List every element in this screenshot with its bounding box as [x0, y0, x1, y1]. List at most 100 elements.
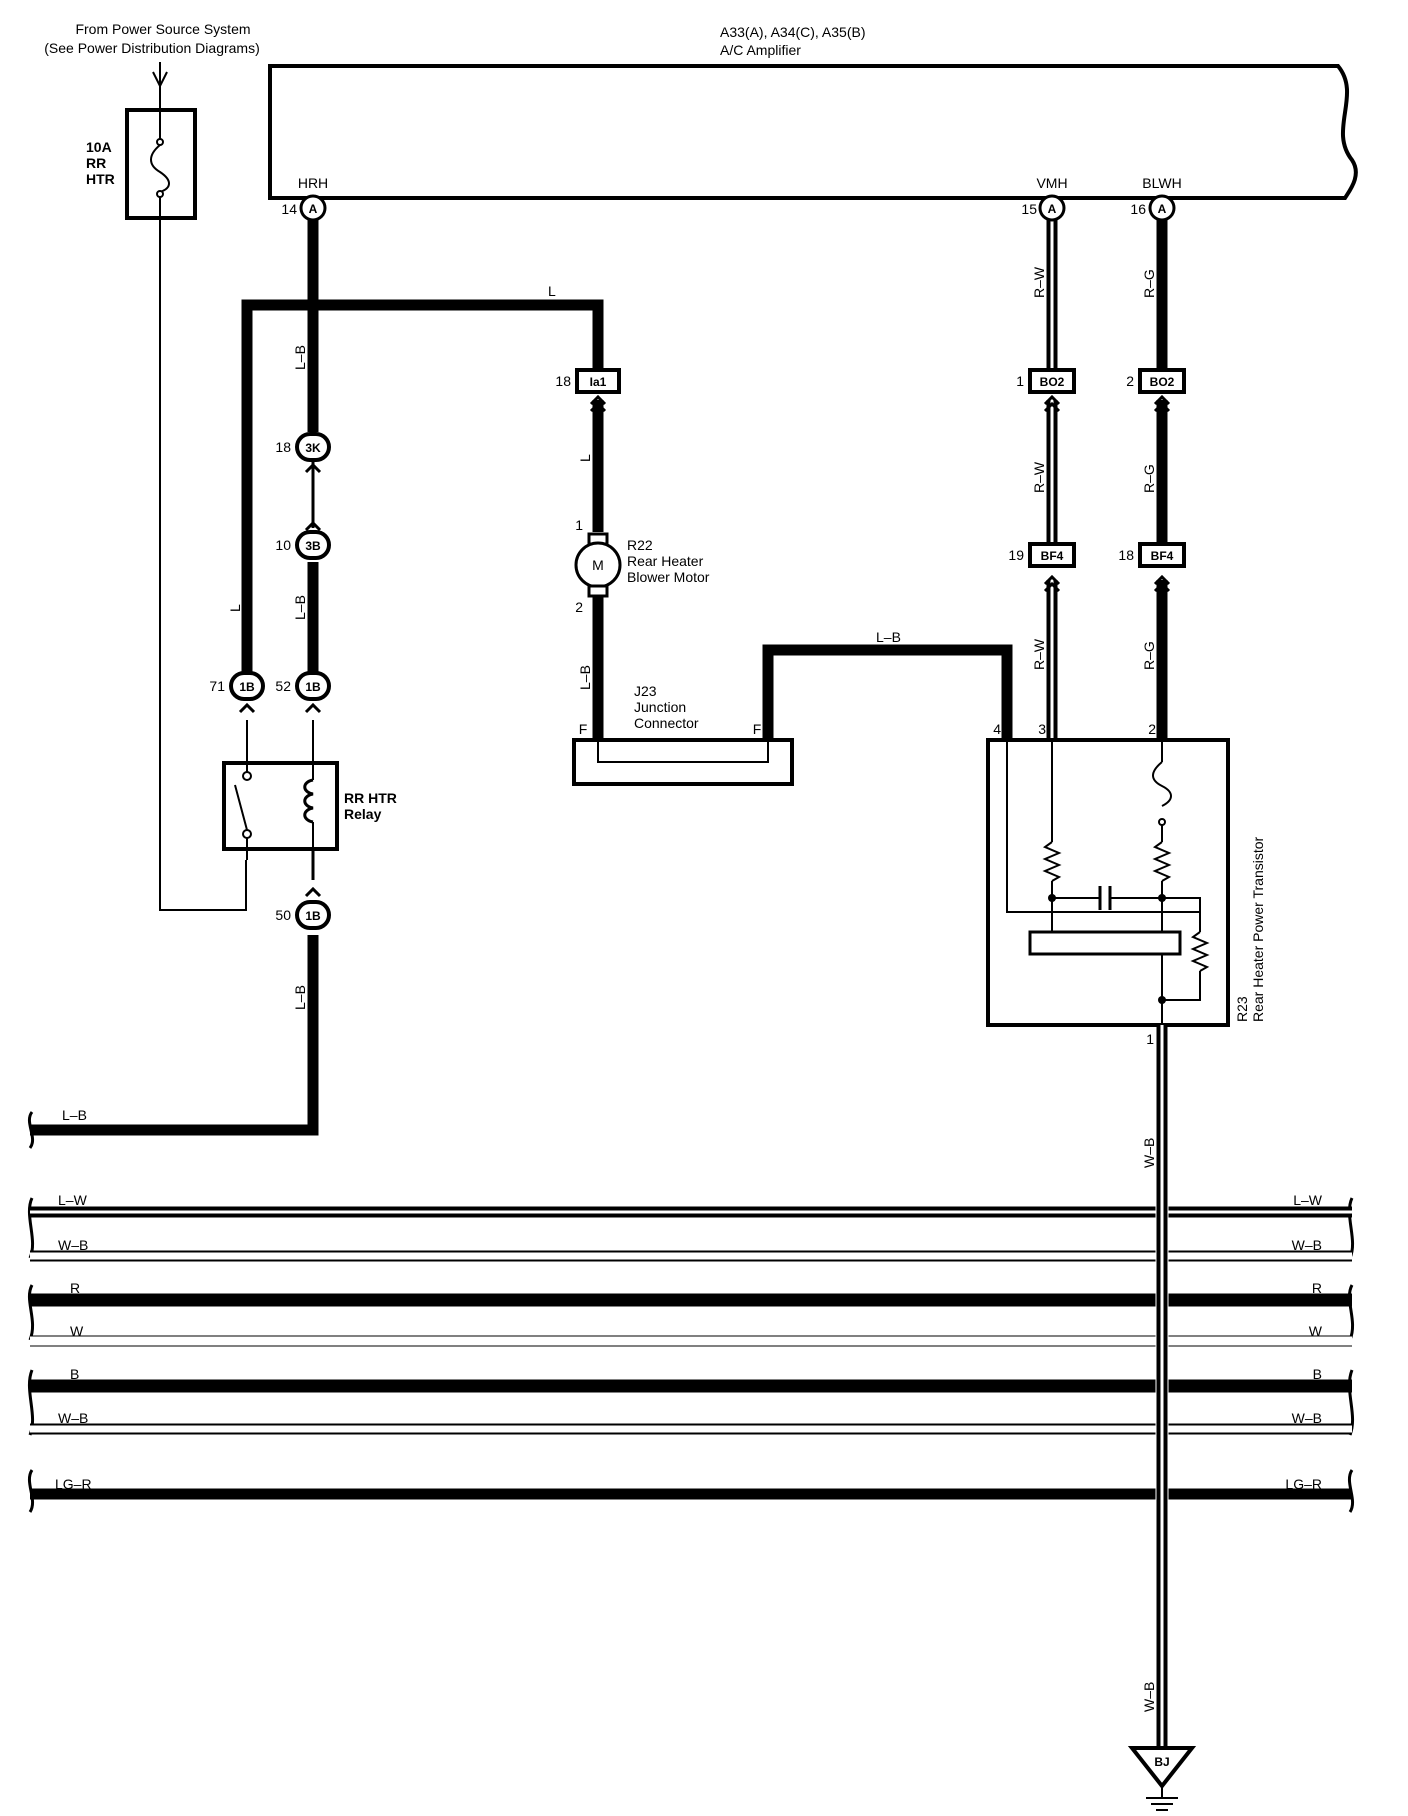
bus-label-wb-right: W–B: [1292, 1237, 1322, 1253]
connector-bo2-2-pin: 2: [1126, 373, 1134, 389]
wire-label-lb-1: L–B: [292, 345, 308, 370]
svg-text:A: A: [309, 202, 318, 216]
junction-code: J23: [634, 683, 657, 699]
connector-1b-71-pin: 71: [209, 678, 225, 694]
svg-text:1B: 1B: [305, 909, 321, 923]
pin-label-hrh: HRH: [298, 175, 328, 191]
wire-label-rw-3: R–W: [1031, 638, 1047, 670]
transistor-pin2: 2: [1148, 721, 1156, 737]
junction-line1: Junction: [634, 699, 686, 715]
bus-label-lw-right: L–W: [1293, 1192, 1323, 1208]
j23-junction-connector: [572, 738, 794, 786]
junction-pin-left: F: [579, 721, 588, 737]
wire-label-l-3: L: [577, 454, 593, 462]
transistor-pin4: 4: [993, 721, 1001, 737]
rear-heater-power-transistor: [986, 738, 1230, 1027]
ground-bj: BJ: [1127, 1746, 1197, 1811]
bus-break-marks: [27, 1111, 1355, 1513]
wire-label-l-2: L: [548, 283, 556, 299]
connector-bo2-1-pin: 1: [1016, 373, 1024, 389]
connector-bf4-18: BF4: [1138, 542, 1186, 593]
connector-1b-50: 1B: [295, 887, 331, 930]
wire-label-rw-1: R–W: [1031, 266, 1047, 298]
power-source-line2: (See Power Distribution Diagrams): [44, 40, 260, 56]
bus-label-w-left: W: [70, 1323, 84, 1339]
rear-heater-blower-motor: M: [574, 532, 622, 598]
connector-bo2-1: BO2: [1028, 368, 1076, 413]
amp-pin-14-connector: A: [299, 194, 327, 222]
pin-label-vmh: VMH: [1036, 175, 1067, 191]
svg-text:BF4: BF4: [1151, 549, 1174, 563]
wire-label-lb-3: L–B: [577, 665, 593, 690]
bus-label-lw-left: L–W: [58, 1192, 88, 1208]
connector-1b-71: 1B: [229, 671, 265, 714]
connector-3k: 3K: [295, 432, 331, 474]
transistor-name: Rear Heater Power Transistor: [1250, 836, 1266, 1022]
amp-pin-15-connector: A: [1038, 194, 1066, 222]
fuse-name1: RR: [86, 155, 106, 171]
wire-label-lb-2: L–B: [292, 595, 308, 620]
svg-text:BF4: BF4: [1041, 549, 1064, 563]
wire-l-loop: [241, 299, 604, 672]
transistor-pin1: 1: [1146, 1031, 1154, 1047]
bus-label-wb-left: W–B: [58, 1237, 88, 1253]
svg-text:A: A: [1048, 202, 1057, 216]
bus-label-b-right: B: [1313, 1366, 1322, 1382]
amplifier-codes: A33(A), A34(C), A35(B): [720, 24, 866, 40]
fuse-name2: HTR: [86, 171, 115, 187]
bus-label-lgr-left: LG–R: [55, 1476, 92, 1492]
svg-text:Ia1: Ia1: [590, 375, 607, 389]
connector-3b-pin: 10: [275, 537, 291, 553]
transistor-code: R23: [1234, 996, 1250, 1022]
bus-label-b-left: B: [70, 1366, 79, 1382]
svg-text:3B: 3B: [305, 539, 321, 553]
motor-pin-bottom: 2: [575, 599, 583, 615]
amp-pin-16-connector: A: [1148, 194, 1176, 222]
wire-label-l-1: L: [227, 604, 243, 612]
wire-label-rg-3: R–G: [1141, 641, 1157, 670]
bus-label-r-left: R: [70, 1280, 80, 1296]
amplifier-name: A/C Amplifier: [720, 42, 801, 58]
connector-bf4-18-pin: 18: [1118, 547, 1134, 563]
svg-text:BO2: BO2: [1150, 375, 1175, 389]
fuse-rating: 10A: [86, 139, 112, 155]
connector-1b-52: 1B: [295, 671, 331, 714]
power-input-arrow: [152, 62, 168, 110]
bus-label-wb2-right: W–B: [1292, 1410, 1322, 1426]
connector-bf4-19: BF4: [1028, 542, 1076, 593]
transistor-pin3: 3: [1038, 721, 1046, 737]
relay-label-line1: RR HTR: [344, 790, 397, 806]
svg-text:1B: 1B: [239, 680, 255, 694]
connector-bo2-2: BO2: [1138, 368, 1186, 413]
junction-pin-right: F: [753, 721, 762, 737]
ac-amplifier-box: [268, 64, 1358, 200]
wire-label-wb-ground-2: W–B: [1141, 1682, 1157, 1712]
relay-label-line2: Relay: [344, 806, 382, 822]
svg-text:M: M: [592, 557, 604, 573]
wire-fuse-to-relay: [159, 218, 247, 911]
motor-line2: Blower Motor: [627, 569, 710, 585]
pin-label-blwh: BLWH: [1142, 175, 1181, 191]
wire-label-wb-ground-1: W–B: [1141, 1138, 1157, 1168]
pin-num-16: 16: [1130, 201, 1146, 217]
connector-3b: 3B: [295, 521, 331, 560]
rr-htr-relay: [222, 720, 339, 860]
connector-1b-52-pin: 52: [275, 678, 291, 694]
svg-text:A: A: [1158, 202, 1167, 216]
motor-line1: Rear Heater: [627, 553, 704, 569]
bus-label-lb: L–B: [62, 1107, 87, 1123]
connector-ia1: Ia1: [575, 368, 621, 413]
connector-ia1-pin: 18: [555, 373, 571, 389]
fuse-10a-rr-htr: [125, 108, 197, 220]
wire-junction-transistor: [762, 644, 1013, 740]
connector-1b-50-pin: 50: [275, 907, 291, 923]
pin-num-15: 15: [1021, 201, 1037, 217]
pin-num-14: 14: [281, 201, 297, 217]
connector-bf4-19-pin: 19: [1008, 547, 1024, 563]
wire-lb-to-bus: [30, 935, 319, 1136]
wire-label-rg-1: R–G: [1141, 269, 1157, 298]
svg-text:3K: 3K: [305, 441, 321, 455]
motor-pin-top: 1: [575, 517, 583, 533]
wire-label-rw-2: R–W: [1031, 461, 1047, 493]
